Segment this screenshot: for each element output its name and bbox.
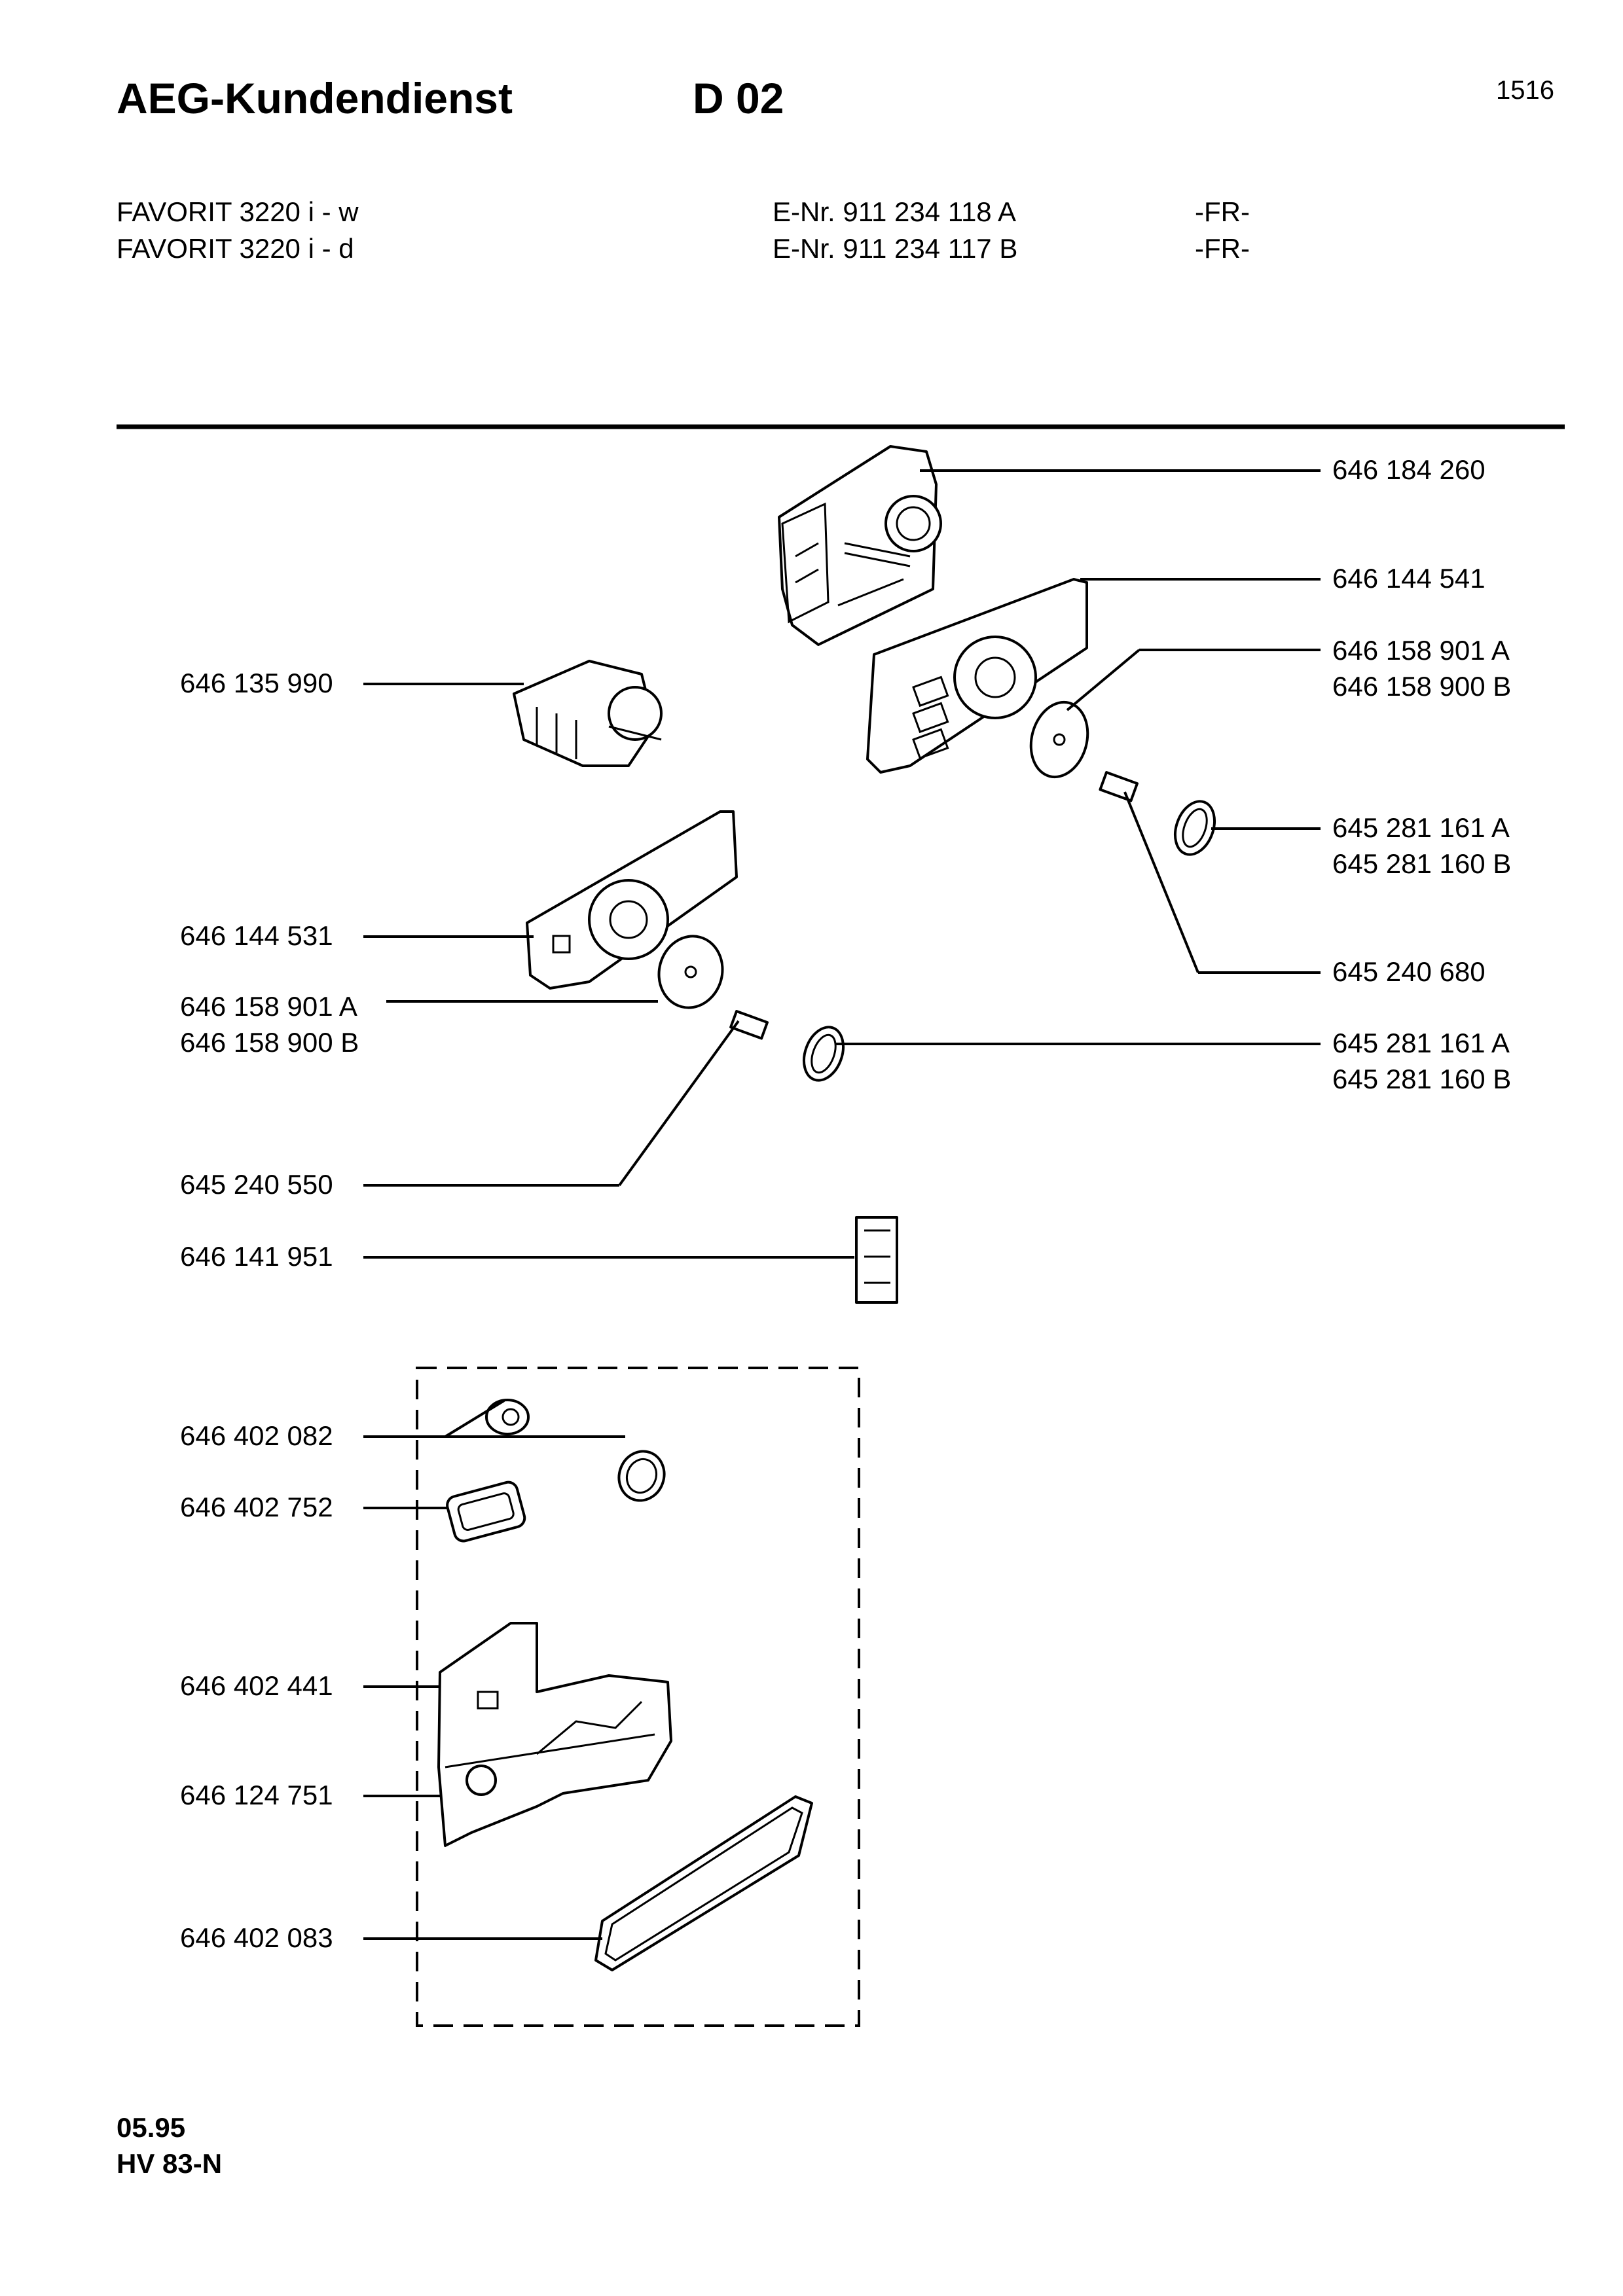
small-gasket-part: [446, 1480, 526, 1543]
part-label-646402083: 646 402 083: [180, 1922, 333, 1953]
light-ring-right-part: [1174, 800, 1216, 856]
control-panel-right-part: [866, 578, 1088, 774]
part-label-646402441: 646 402 441: [180, 1670, 333, 1701]
lock-knob-cap-part: [485, 1399, 530, 1435]
connector-block-part: [855, 1216, 898, 1304]
part-label-646144531: 646 144 531: [180, 920, 333, 951]
section-code: D 02: [693, 74, 784, 122]
part-label-645281161a-right-2: 645 281 161 A: [1332, 1028, 1510, 1058]
part-label-646158901a-right: 646 158 901 A: [1332, 635, 1510, 666]
large-gasket-part: [594, 1795, 813, 1971]
model-market-1: -FR-: [1195, 196, 1250, 227]
selector-switch-part: [513, 660, 663, 767]
o-ring-part: [617, 1450, 666, 1502]
model-enr-2: E-Nr. 911 234 117 B: [773, 233, 1018, 264]
indicator-switch-right-part: [1099, 770, 1139, 802]
part-label-645281160b-right-1: 645 281 160 B: [1332, 848, 1512, 879]
model-enr-1: E-Nr. 911 234 118 A: [773, 196, 1017, 227]
door-lock-kit-box: [416, 1367, 860, 2027]
control-panel-left-part: [526, 810, 738, 990]
part-label-645240680: 645 240 680: [1332, 956, 1486, 987]
door-lock-assembly-part: [437, 1622, 672, 1847]
footer-code: HV 83-N: [117, 2148, 223, 2179]
part-label-646144541: 646 144 541: [1332, 563, 1486, 594]
part-label-645240550: 645 240 550: [180, 1169, 333, 1200]
model-name-2: FAVORIT 3220 i - d: [117, 233, 354, 264]
part-label-646158900b-left: 646 158 900 B: [180, 1027, 359, 1058]
part-label-645281161a-right-1: 645 281 161 A: [1332, 812, 1510, 843]
model-name-1: FAVORIT 3220 i - w: [117, 196, 359, 227]
knob-disc-left-part: [657, 935, 724, 1009]
part-label-645281160b-right-2: 645 281 160 B: [1332, 1064, 1512, 1094]
part-label-646158900b-right: 646 158 900 B: [1332, 671, 1512, 702]
part-label-646184260: 646 184 260: [1332, 454, 1486, 485]
page-number: 1516: [1496, 76, 1554, 105]
knob-disc-right-part: [1029, 700, 1089, 779]
light-ring-left-part: [803, 1026, 845, 1082]
indicator-switch-left-part: [729, 1009, 769, 1040]
model-market-2: -FR-: [1195, 233, 1250, 264]
part-label-646402752: 646 402 752: [180, 1492, 333, 1522]
brand-title: AEG-Kundendienst: [117, 74, 513, 122]
leader-lines: [363, 469, 1321, 1940]
part-label-646135990: 646 135 990: [180, 668, 333, 698]
part-label-646402082: 646 402 082: [180, 1420, 333, 1451]
part-label-646124751: 646 124 751: [180, 1780, 333, 1810]
part-label-646158901a-left: 646 158 901 A: [180, 991, 357, 1022]
part-label-646141951: 646 141 951: [180, 1241, 333, 1272]
footer-date: 05.95: [117, 2112, 186, 2143]
program-timer-part: [778, 445, 942, 646]
